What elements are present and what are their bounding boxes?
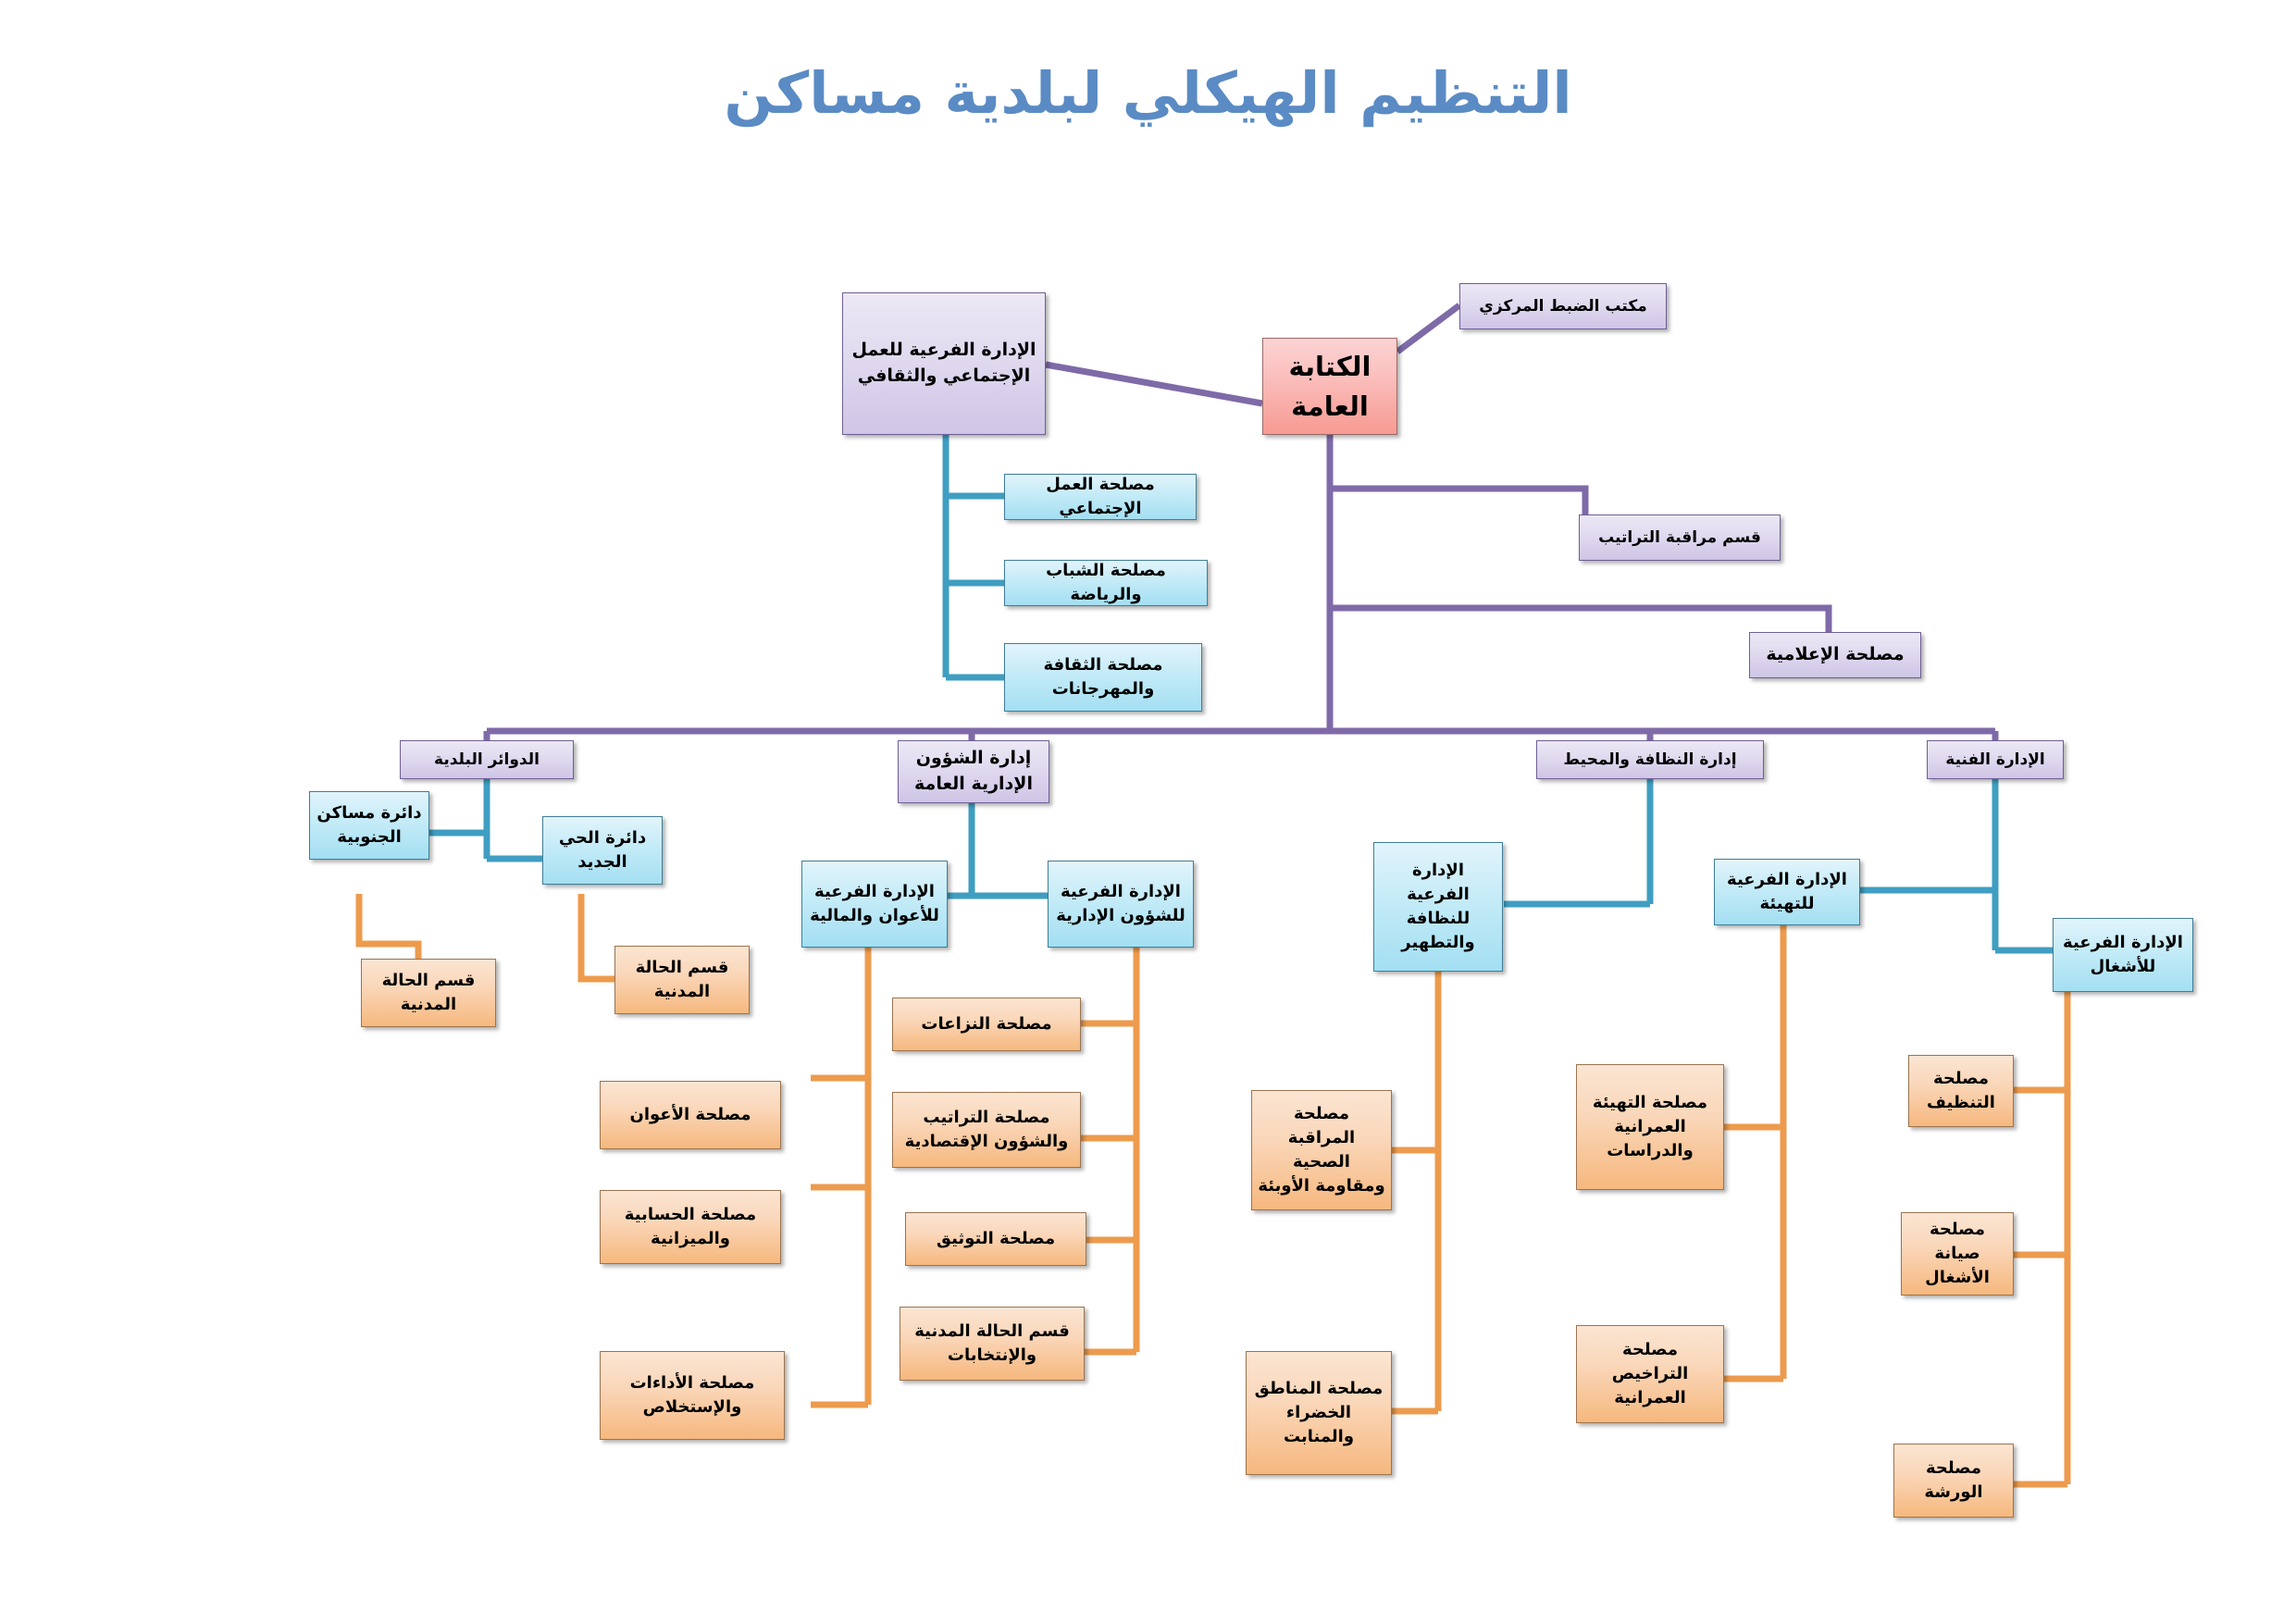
connector-root-to-social-cultural bbox=[1045, 361, 1263, 407]
node-regulations-control-section[interactable]: قسم مراقبة التراتيب bbox=[1579, 514, 1781, 561]
node-civil-status-section-newquarter[interactable]: قسم الحالة المدنية bbox=[614, 946, 750, 1014]
connector-newquarter-to-civilstatus bbox=[577, 894, 614, 983]
node-green-zones-nurseries-service[interactable]: مصلحة المناطق الخضراء والمنابت bbox=[1246, 1351, 1392, 1475]
node-subdirectorate-development[interactable]: الإدارة الفرعية للتهيئة bbox=[1714, 859, 1860, 925]
node-agents-service[interactable]: مصلحة الأعوان bbox=[600, 1081, 781, 1149]
node-civil-status-elections-section[interactable]: قسم الحالة المدنية والإنتخابات bbox=[900, 1307, 1085, 1381]
node-subdirectorate-hygiene-sanitation[interactable]: الإدارة الفرعية للنظافة والتطهير bbox=[1373, 842, 1503, 972]
node-hygiene-environment-directorate[interactable]: إدارة النظافة والمحيط bbox=[1536, 740, 1764, 779]
node-municipal-districts[interactable]: الدوائر البلدية bbox=[400, 740, 574, 779]
connector-root-to-central-registry bbox=[1395, 303, 1462, 354]
node-general-administrative-affairs[interactable]: إدارة الشؤون الإدارية العامة bbox=[898, 740, 1049, 803]
node-general-secretariat[interactable]: الكتابة العامة bbox=[1262, 338, 1397, 435]
node-district-new-quarter[interactable]: دائرة الحي الجديد bbox=[542, 816, 663, 885]
connector-trunk-to-regulations-section bbox=[1330, 485, 1589, 514]
node-disputes-service[interactable]: مصلحة النزاعات bbox=[892, 998, 1081, 1051]
node-youth-sports-service[interactable]: مصلحة الشباب والرياضة bbox=[1004, 560, 1208, 606]
page-title: التنظيم الهيكلي لبلدية مساكن bbox=[724, 59, 1572, 127]
node-workshop-service[interactable]: مصلحة الورشة bbox=[1893, 1444, 2014, 1518]
node-subdirectorate-agents-finance[interactable]: الإدارة الفرعية للأعوان والمالية bbox=[801, 861, 948, 948]
node-taxes-collection-service[interactable]: مصلحة الأداءات والإستخلاص bbox=[600, 1351, 785, 1440]
connector-south-district-to-civilstatus bbox=[355, 894, 422, 959]
node-subdirectorate-administrative-affairs[interactable]: الإدارة الفرعية للشؤون الإدارية bbox=[1048, 861, 1194, 948]
node-documentation-service[interactable]: مصلحة التوثيق bbox=[905, 1212, 1086, 1266]
node-culture-festivals-service[interactable]: مصلحة الثقافة والمهرجانات bbox=[1004, 643, 1202, 712]
node-civil-status-section-south[interactable]: قسم الحالة المدنية bbox=[361, 959, 496, 1027]
node-regulations-economic-affairs-service[interactable]: مصلحة التراتيب والشؤون الإقتصادية bbox=[892, 1092, 1081, 1168]
node-social-cultural-subdirectorate[interactable]: الإدارة الفرعية للعمل الإجتماعي والثقافي bbox=[842, 292, 1046, 435]
connector-trunk-to-informatics bbox=[1330, 604, 1832, 632]
node-social-work-service[interactable]: مصلحة العمل الإجتماعي bbox=[1004, 474, 1197, 520]
node-works-maintenance-service[interactable]: مصلحة صيانة الأشغال bbox=[1901, 1212, 2014, 1295]
node-urban-permits-service[interactable]: مصلحة التراخيص العمرانية bbox=[1576, 1325, 1724, 1423]
node-health-control-epidemics-service[interactable]: مصلحة المراقبة الصحية ومقاومة الأوبئة bbox=[1251, 1090, 1392, 1210]
node-technical-directorate[interactable]: الإدارة الفنية bbox=[1927, 740, 2064, 779]
node-accounting-budget-service[interactable]: مصلحة الحسابية والميزانية bbox=[600, 1190, 781, 1264]
node-district-south-maasaken[interactable]: دائرة مساكن الجنوبية bbox=[309, 791, 429, 860]
node-central-registry-office[interactable]: مكتب الضبط المركزي bbox=[1459, 283, 1667, 329]
node-cleaning-service[interactable]: مصلحة التنظيف bbox=[1908, 1055, 2014, 1127]
node-urban-development-studies-service[interactable]: مصلحة التهيئة العمرانية والدراسات bbox=[1576, 1064, 1724, 1190]
node-subdirectorate-works[interactable]: الإدارة الفرعية للأشغال bbox=[2053, 918, 2193, 992]
node-informatics-service[interactable]: مصلحة الإعلامية bbox=[1749, 632, 1921, 678]
